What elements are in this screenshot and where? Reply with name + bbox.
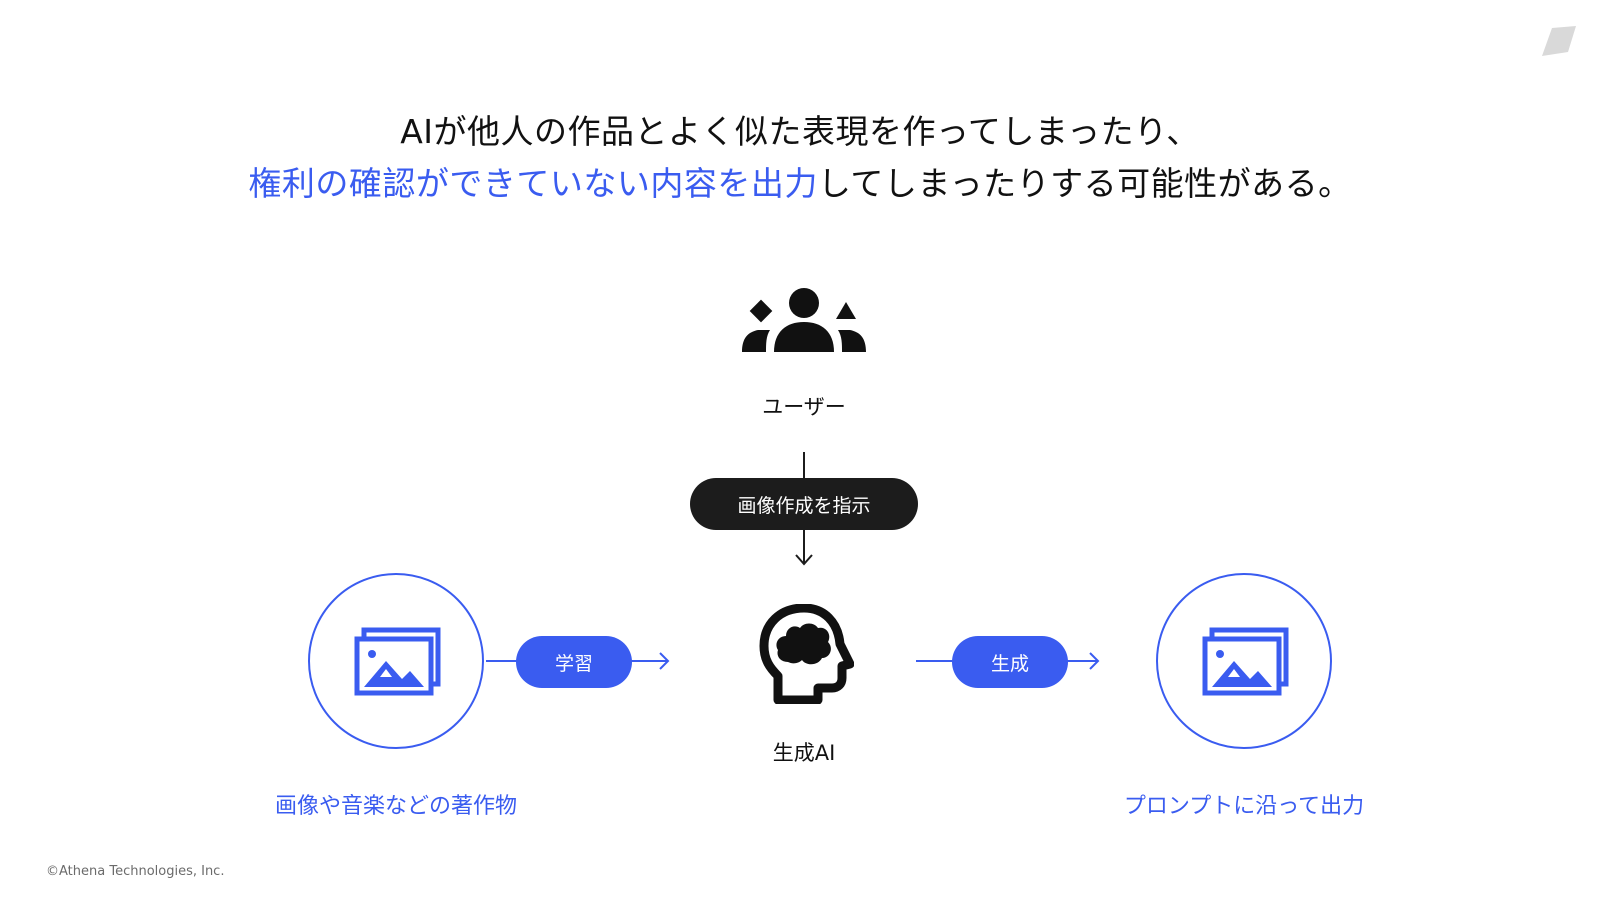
output-label: プロンプトに沿って出力	[1123, 794, 1365, 819]
user-label: ユーザー	[762, 395, 846, 419]
users-group-icon	[742, 288, 866, 352]
headline-line-1: AIが他人の作品とよく似た表現を作ってしまったり、	[400, 112, 1200, 151]
ai-head-icon	[759, 604, 854, 704]
source-circle	[308, 573, 484, 749]
learn-pill: 学習	[516, 636, 632, 688]
ai-label: 生成AI	[772, 741, 836, 765]
image-stack-icon	[1202, 627, 1289, 696]
headline: AIが他人の作品とよく似た表現を作ってしまったり、 権利の確認ができていない内容…	[0, 106, 1600, 210]
headline-rest: してしまったりする可能性がある。	[817, 164, 1352, 203]
source-label: 画像や音楽などの著作物	[274, 794, 517, 819]
image-stack-icon	[354, 627, 441, 696]
headline-line-2: 権利の確認ができていない内容を出力してしまったりする可能性がある。	[0, 158, 1600, 210]
output-circle	[1156, 573, 1332, 749]
copyright: ©Athena Technologies, Inc.	[46, 864, 225, 879]
instruction-pill: 画像作成を指示	[690, 478, 918, 530]
brand-logo-icon	[1542, 26, 1576, 56]
generate-pill: 生成	[952, 636, 1068, 688]
headline-accent: 権利の確認ができていない内容を出力	[248, 164, 818, 203]
